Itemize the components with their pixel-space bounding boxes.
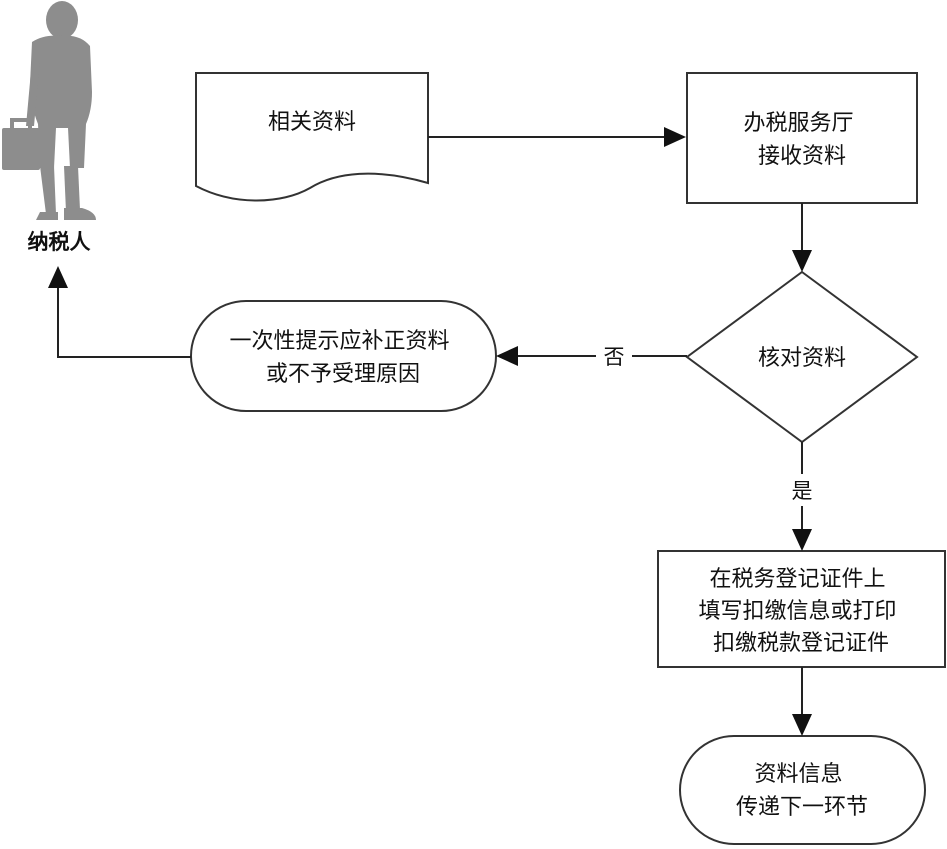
hall-receives-line: 办税服务厅 [743, 111, 853, 136]
edge-notify-to-taxpayer [48, 266, 191, 358]
fill-certificate-line: 扣缴税款登记证件 [713, 631, 889, 656]
transfer-next-line: 传递下一环节 [736, 795, 868, 820]
terminator-shape [679, 735, 926, 845]
materials-document-node: 相关资料 [195, 72, 429, 202]
materials-document-label: 相关资料 [268, 110, 356, 135]
materials-document-line: 相关资料 [268, 110, 356, 135]
arrow-down-icon [792, 529, 812, 551]
no-label: 否 [604, 345, 625, 369]
verify-label: 核对资料 [758, 346, 846, 371]
transfer-next-node: 资料信息 传递下一环节 [679, 735, 926, 845]
hall-receives-line: 接收资料 [758, 144, 846, 169]
arrow-down-icon [792, 714, 812, 736]
arrow-left-icon [496, 346, 518, 366]
yes-label: 是 [792, 479, 813, 503]
arrow-right-icon [664, 127, 686, 147]
transfer-next-line: 资料信息 [754, 762, 842, 787]
terminator-shape [190, 300, 497, 412]
verify-line: 核对资料 [758, 346, 846, 371]
fill-certificate-line: 在税务登记证件上 [709, 567, 885, 592]
edge-fill-to-transfer [792, 667, 812, 736]
hall-receives-label: 办税服务厅 接收资料 [743, 111, 860, 169]
fill-certificate-label: 在税务登记证件上 填写扣缴信息或打印 扣缴税款登记证件 [698, 567, 903, 656]
arrow-down-icon [792, 250, 812, 272]
taxpayer-label: 纳税人 [28, 230, 91, 254]
edge-materials-to-hall [428, 127, 686, 147]
taxpayer-actor: 纳税人 [2, 1, 96, 254]
transfer-next-label: 资料信息 传递下一环节 [736, 762, 868, 820]
document-shape [195, 72, 429, 202]
verify-decision-node: 核对资料 [685, 270, 919, 444]
edge-verify-yes: 是 [792, 442, 813, 551]
notify-correction-node: 一次性提示应补正资料 或不予受理原因 [190, 300, 497, 412]
notify-correction-line: 一次性提示应补正资料 [229, 329, 449, 354]
connector-line [57, 285, 191, 358]
process-box [686, 72, 918, 204]
fill-certificate-line: 填写扣缴信息或打印 [698, 599, 896, 624]
person-with-briefcase-icon [2, 1, 96, 220]
fill-certificate-node: 在税务登记证件上 填写扣缴信息或打印 扣缴税款登记证件 [657, 550, 946, 668]
edge-verify-no: 否 [496, 345, 687, 369]
process-box [657, 550, 946, 668]
arrow-up-icon [48, 266, 68, 288]
notify-correction-label: 一次性提示应补正资料 或不予受理原因 [229, 329, 456, 387]
notify-correction-line: 或不予受理原因 [266, 362, 420, 387]
hall-receives-node: 办税服务厅 接收资料 [686, 72, 918, 204]
edge-hall-to-verify [792, 203, 812, 272]
